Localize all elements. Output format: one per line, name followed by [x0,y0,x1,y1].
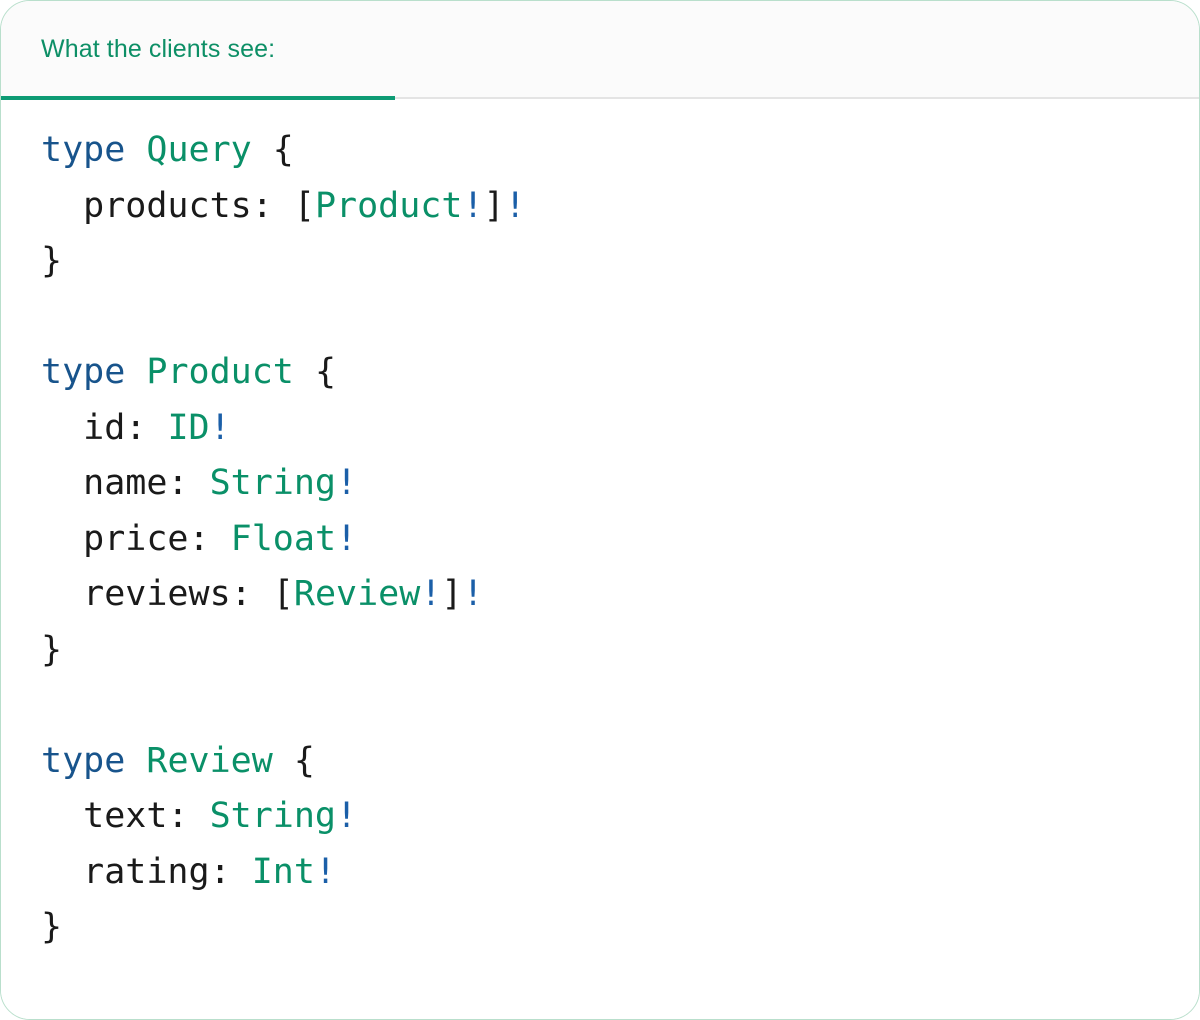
code-token-field-name: products: [41,185,294,226]
tab-bar: What the clients see: [1,1,1199,100]
tab-label: What the clients see: [41,34,276,63]
code-token-non-null-bang: ! [336,796,358,836]
code-token-punctuation: ] [441,574,463,614]
code-token-punctuation: } [41,907,63,947]
code-token-field-name: rating: [41,851,252,892]
code-line: price: Float! [41,519,357,559]
code-token-keyword: type [41,130,126,170]
code-token-punctuation: { [293,352,337,392]
code-token-punctuation: { [251,130,294,170]
code-token-punctuation: } [41,629,63,670]
code-token-type-name: Float [230,518,337,559]
code-token-punctuation [125,130,146,170]
code-token-non-null-bang: ! [209,407,231,448]
code-token-non-null-bang: ! [314,851,337,892]
code-line: } [41,241,62,281]
graphql-schema-code[interactable]: type Query { products: [Product!]! } typ… [41,123,1159,956]
code-token-punctuation [125,352,146,392]
code-token-keyword: type [41,740,126,781]
code-line: type Review { [41,741,315,781]
code-line: products: [Product!]! [41,186,526,226]
code-token-type-name: String [209,463,337,503]
code-token-punctuation: [ [293,185,315,226]
code-token-non-null-bang: ! [504,185,526,226]
code-token-type-name: String [209,796,337,836]
tab-active-underline [1,96,395,100]
code-token-non-null-bang: ! [336,518,358,559]
code-line: text: String! [41,796,357,836]
code-token-type-name: Int [251,851,315,892]
code-token-type-name: Product [314,185,463,226]
code-token-type-name: Review [293,574,421,614]
code-token-keyword: type [41,352,126,392]
code-token-field-name: price: [41,518,231,559]
code-line: type Product { [41,352,336,392]
code-line: reviews: [Review!]! [41,574,484,614]
code-line: } [41,630,62,670]
code-line: name: String! [41,463,357,503]
code-line: } [41,907,62,947]
code-token-non-null-bang: ! [462,185,484,226]
tab-what-the-clients-see[interactable]: What the clients see: [1,1,395,100]
code-token-punctuation: } [41,241,63,281]
code-token-field-name: id: [41,407,168,448]
code-token-type-name: Product [146,352,294,392]
code-token-non-null-bang: ! [462,574,484,614]
code-token-field-name: reviews: [41,574,273,614]
code-token-field-name: text: [41,796,210,836]
code-line: rating: Int! [41,852,336,892]
code-token-type-name: Review [146,740,273,781]
code-token-punctuation [125,741,146,781]
code-token-punctuation: ] [483,185,505,226]
code-token-type-name: Query [146,130,252,170]
code-token-punctuation: [ [272,574,294,614]
code-token-non-null-bang: ! [336,463,358,503]
code-line: type Query { [41,130,294,170]
code-token-type-name: ID [167,407,210,448]
code-token-punctuation: { [272,740,315,781]
code-line: id: ID! [41,408,231,448]
code-panel: type Query { products: [Product!]! } typ… [1,99,1199,1019]
code-token-field-name: name: [41,463,210,503]
code-token-non-null-bang: ! [420,574,442,614]
